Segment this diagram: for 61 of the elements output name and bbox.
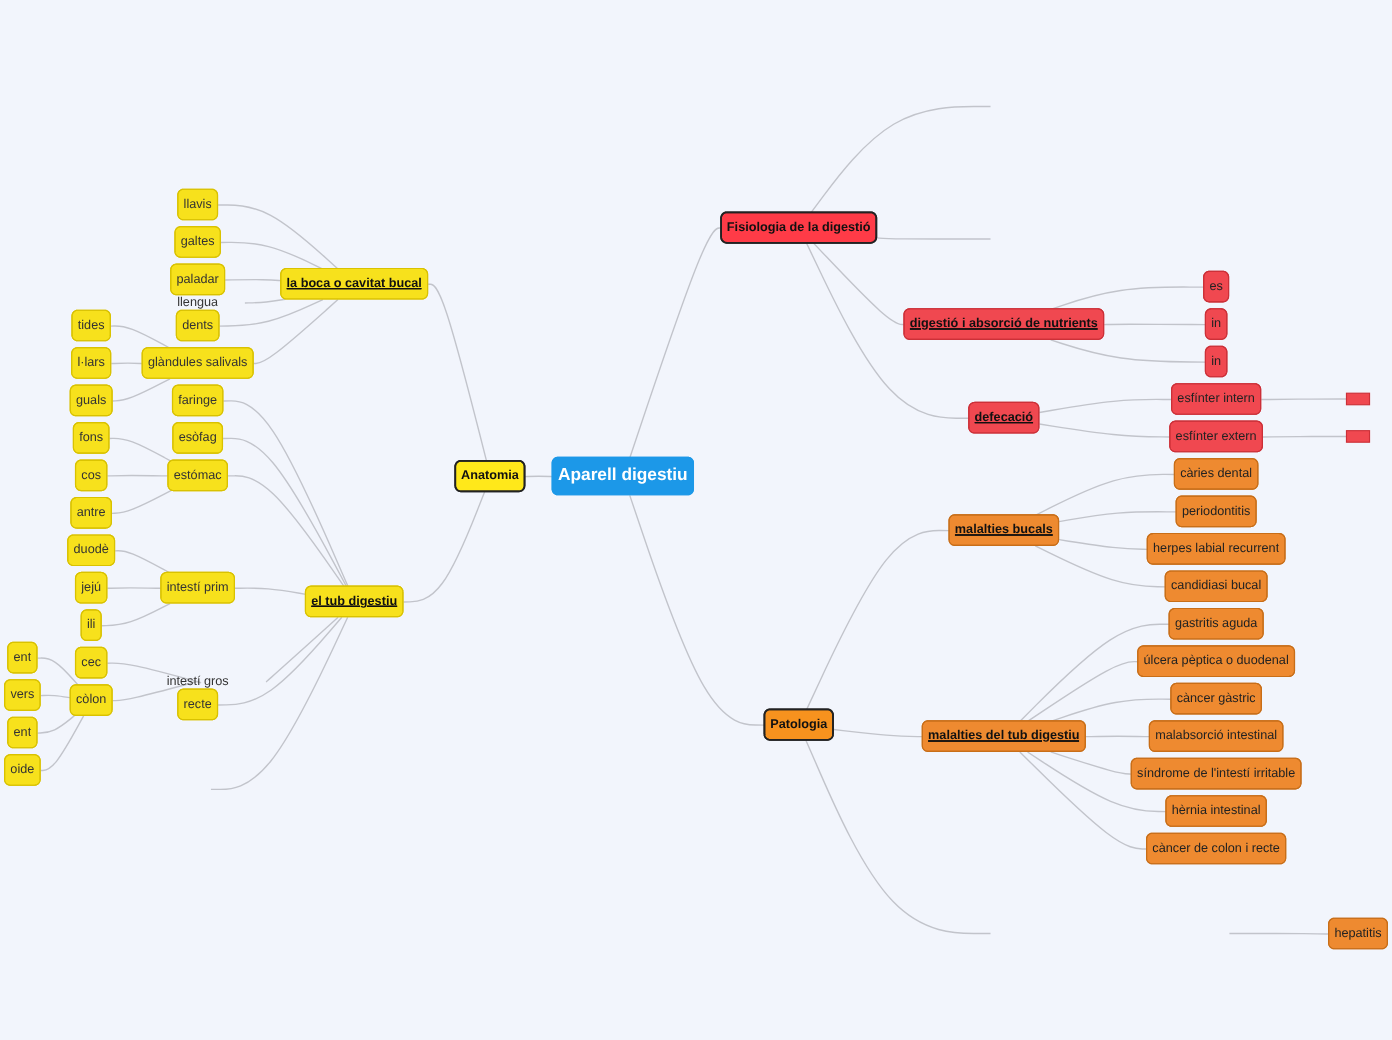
connector [813,242,906,326]
connector [244,298,286,304]
connector [227,475,345,588]
connector [218,298,324,327]
connector [217,616,343,706]
connector [217,204,339,270]
connector [876,237,992,240]
connector [810,105,992,214]
connector [222,400,349,588]
connector [110,362,144,365]
node-box [1345,430,1371,443]
connector [101,602,171,627]
connector [1034,545,1167,588]
connector [106,587,163,589]
connector [111,680,199,702]
connector [1228,932,1330,935]
connector [106,662,202,684]
connector [40,715,85,772]
connector [805,242,971,419]
connector [108,437,173,463]
connector [222,437,348,588]
connector [1058,539,1149,551]
connector [36,657,80,687]
connector [1050,698,1173,723]
connector [111,489,173,515]
connector [1050,286,1205,311]
connector [1034,473,1176,517]
connector [1019,623,1171,723]
connector [111,378,171,402]
connector [805,529,951,711]
connector [402,491,486,603]
connector [1038,423,1172,438]
connector [234,587,307,596]
connector [629,494,766,726]
connector [1050,339,1207,363]
connector [1058,511,1178,523]
connector [114,550,171,574]
connector [524,475,554,478]
connector [1103,323,1207,326]
connector [427,283,488,463]
connector [253,298,339,365]
connector [805,739,992,935]
connector [1038,398,1173,414]
connector [1026,751,1168,813]
connector [832,728,924,738]
connector [1026,660,1139,723]
connector [40,694,72,699]
connector [224,279,283,282]
connector [1019,751,1148,850]
node-box [1345,392,1371,406]
connector [210,616,349,791]
connector [1262,435,1348,438]
connector [1260,398,1348,401]
connector [629,227,723,459]
connector [36,714,76,734]
connector [106,474,170,477]
connector [1085,735,1151,738]
connector [265,616,339,683]
connector [1050,751,1133,775]
connector [110,325,171,349]
connector [220,241,324,270]
